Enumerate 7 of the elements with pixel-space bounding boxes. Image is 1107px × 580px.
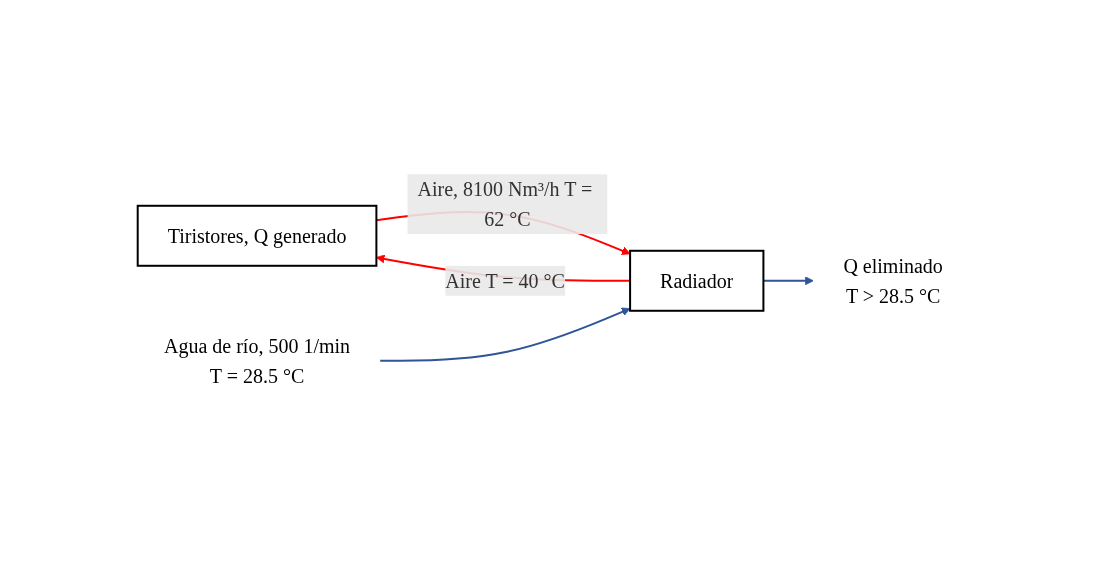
node-text: Agua de río, 500 1/min T = 28.5 °C	[164, 334, 351, 387]
node-text: Q eliminado T > 28.5 °C	[843, 254, 943, 307]
arrow	[379, 307, 631, 362]
edge-label: Aire T = 40 °C	[445, 269, 565, 292]
node-box: Tiristores, Q generado	[136, 204, 378, 267]
node-box: Radiador	[629, 249, 765, 312]
edge-label: Aire, 8100 Nm³/h T = 62 °C	[417, 178, 593, 231]
